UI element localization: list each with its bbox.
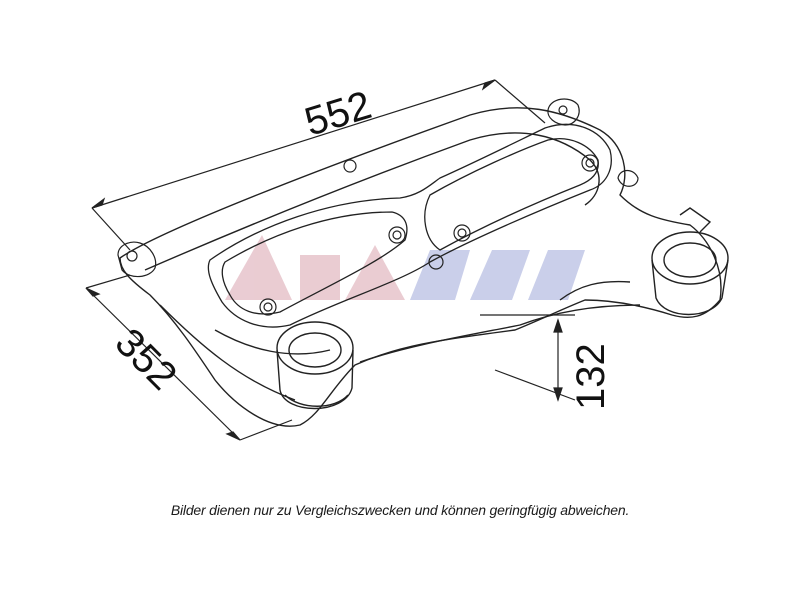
dimension-length bbox=[91, 79, 546, 251]
cover-bolts bbox=[259, 154, 599, 316]
dimension-width bbox=[85, 274, 293, 441]
cover-plate bbox=[207, 123, 612, 328]
right-mount bbox=[547, 98, 639, 187]
left-mount bbox=[117, 241, 157, 278]
width-label: 352 bbox=[107, 320, 185, 398]
length-label: 552 bbox=[300, 83, 377, 145]
cooler-housing bbox=[119, 107, 722, 427]
height-label: 132 bbox=[569, 343, 613, 410]
right-port bbox=[651, 207, 729, 316]
watermark-logo bbox=[225, 235, 585, 300]
dimension-height bbox=[480, 314, 576, 402]
disclaimer-caption: Bilder dienen nur zu Vergleichszwecken u… bbox=[170, 502, 630, 518]
left-port bbox=[276, 321, 354, 410]
